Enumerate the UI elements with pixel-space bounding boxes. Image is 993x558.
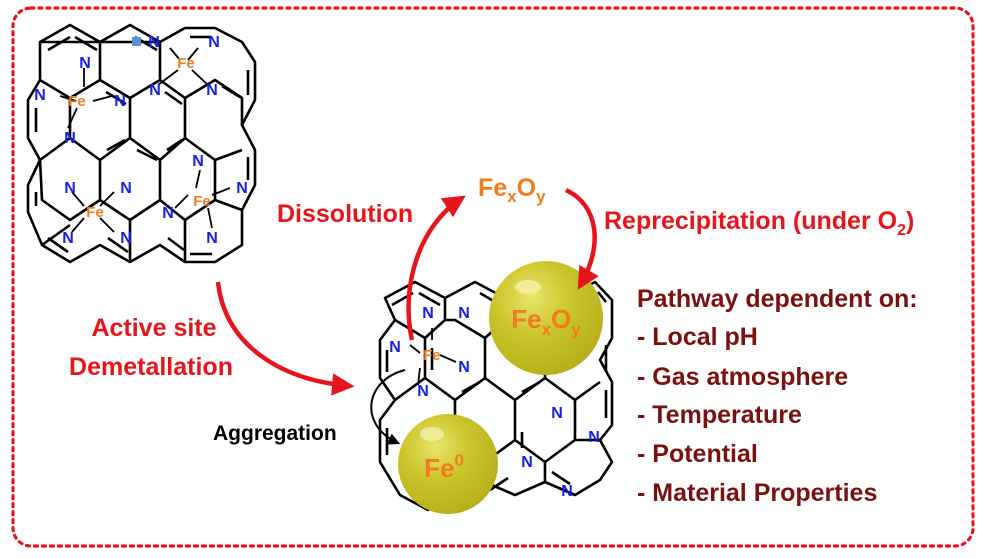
atom-n: N <box>120 180 132 197</box>
fe-n4-molecule-intact: N N N N N N N N N N N N N N N N Fe Fe Fe… <box>26 23 257 264</box>
atom-n: N <box>236 180 248 197</box>
pathway-title: Pathway dependent on: <box>637 285 918 313</box>
reprecipitation-label: Reprecipitation (under O2) <box>604 207 914 239</box>
attachment-marker <box>132 37 141 46</box>
atom-n: N <box>64 130 76 147</box>
oxide-sub-x: x <box>507 187 517 206</box>
atom-n: N <box>458 359 470 376</box>
aggregation-label: Aggregation <box>213 422 337 445</box>
atom-n: N <box>149 82 161 99</box>
pathway-item: - Local pH <box>637 323 758 351</box>
pathway-dependence-list: Pathway dependent on: - Local pH - Gas a… <box>637 285 918 507</box>
iron-oxide-particle: FexOy <box>489 261 603 375</box>
atom-n: N <box>206 82 218 99</box>
particle-oxide-o: O <box>551 304 571 334</box>
oxide-fe: Fe <box>478 174 507 202</box>
dissolved-iron-oxide: FexOy <box>478 174 546 206</box>
oxide-sub-y: y <box>536 187 546 206</box>
svg-text:Fe0: Fe0 <box>424 451 464 483</box>
pathway-item: - Gas atmosphere <box>637 363 848 391</box>
atom-n: N <box>521 454 533 471</box>
dissolution-label: Dissolution <box>277 200 413 228</box>
dissolution-arrow <box>406 195 466 341</box>
atom-n: N <box>148 34 160 51</box>
atom-n: N <box>417 383 429 400</box>
atom-n: N <box>458 305 470 322</box>
atom-n: N <box>561 483 573 500</box>
atom-n: N <box>389 339 401 356</box>
atom-fe: Fe <box>177 55 195 72</box>
iron-atoms: Fe Fe Fe Fe <box>68 55 211 221</box>
demetallation-label: Demetallation <box>69 353 233 381</box>
particle-metal-fe: Fe <box>424 453 454 483</box>
atom-n: N <box>208 34 220 51</box>
atom-n: N <box>206 230 218 247</box>
svg-text:FexOy: FexOy <box>511 304 581 339</box>
nitrogen-atoms: N N N N N N N N N N N N N N N N <box>34 34 248 247</box>
atom-n: N <box>79 55 91 72</box>
atom-n: N <box>192 153 204 170</box>
atom-n: N <box>162 205 174 222</box>
atom-fe: Fe <box>423 347 441 364</box>
atom-n: N <box>34 87 46 104</box>
aggregation-arrow <box>370 369 406 445</box>
atom-n: N <box>64 180 76 197</box>
pathway-item: - Material Properties <box>637 479 877 507</box>
atom-fe: Fe <box>68 93 86 110</box>
particle-metal-sup: 0 <box>454 451 463 470</box>
metallic-iron-particle: Fe0 <box>398 414 498 514</box>
atom-fe: Fe <box>193 193 211 210</box>
reprecipitation-close: ) <box>906 207 914 235</box>
nitrogen-atoms: N N N N N N N N N <box>389 305 600 500</box>
active-site-label: Active site <box>91 314 216 342</box>
atom-n: N <box>422 305 434 322</box>
reprecipitation-text: Reprecipitation (under O <box>604 207 897 235</box>
particle-oxide-sub-x: x <box>542 320 552 339</box>
atom-fe: Fe <box>86 204 104 221</box>
oxide-o: O <box>517 174 536 202</box>
reprecipitation-subscript: 2 <box>897 222 906 239</box>
atom-n: N <box>588 429 600 446</box>
pathway-item: - Temperature <box>637 401 802 429</box>
atom-n: N <box>551 405 563 422</box>
dotted-frame <box>11 6 975 548</box>
atom-n: N <box>120 230 132 247</box>
demetallation-arrow <box>215 281 355 396</box>
particle-oxide-sub-y: y <box>571 320 581 339</box>
atom-n: N <box>62 230 74 247</box>
atom-n: N <box>114 93 126 110</box>
reprecipitation-arrow <box>564 187 599 290</box>
pathway-item: - Potential <box>637 440 758 468</box>
particle-oxide-fe: Fe <box>511 304 541 334</box>
